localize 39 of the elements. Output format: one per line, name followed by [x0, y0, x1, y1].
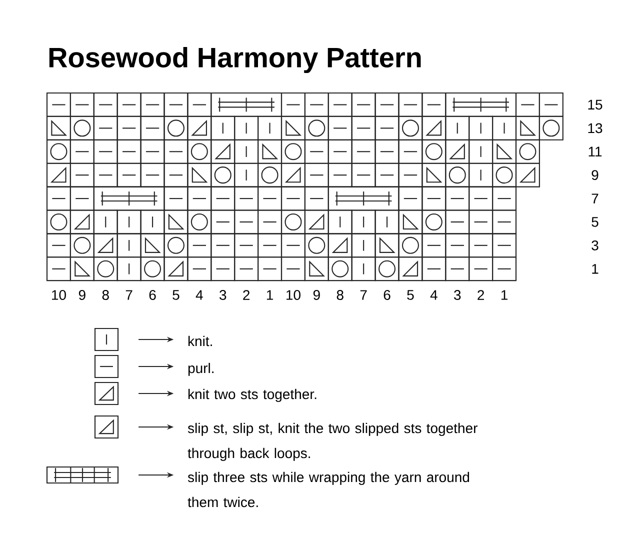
- column-number: 2: [243, 290, 250, 300]
- column-number: 10: [52, 290, 66, 300]
- row-number: 11: [588, 146, 602, 156]
- symbol-box: [94, 382, 119, 406]
- row-number: 13: [588, 123, 602, 134]
- symbol-box: [46, 466, 119, 484]
- legend-text: purl.: [188, 362, 214, 376]
- title: Rosewood Harmony Pattern: [49, 46, 421, 74]
- column-number: 5: [172, 290, 180, 300]
- column-number: 8: [336, 290, 344, 300]
- column-number: 2: [478, 290, 484, 300]
- column-number: 6: [149, 290, 156, 300]
- legend-text: slip st, slip st, knit the two slipped sts together through back loops.: [188, 422, 478, 461]
- legend-text: knit.: [188, 336, 212, 346]
- row-number: 9: [592, 170, 598, 180]
- legend-text: slip three sts while wrapping the yarn around them twice.: [188, 472, 470, 508]
- column-number: 1: [501, 290, 508, 300]
- column-number: 9: [313, 290, 320, 300]
- column-number: 7: [360, 290, 367, 300]
- column-number: 5: [407, 290, 414, 300]
- column-number: 4: [430, 290, 438, 300]
- symbol-box: [94, 328, 119, 352]
- column-number: 10: [286, 290, 300, 300]
- column-number: 6: [384, 290, 390, 300]
- legend-text: knit two sts together.: [188, 388, 316, 402]
- symbol-box: [94, 415, 119, 439]
- row-number: 5: [592, 217, 598, 227]
- column-number: 1: [266, 290, 273, 300]
- row-number: 3: [592, 240, 598, 250]
- column-number: 4: [196, 290, 203, 300]
- row-number: 1: [592, 264, 598, 274]
- column-number: 8: [102, 290, 109, 300]
- row-number: 7: [592, 194, 598, 204]
- column-number: 3: [454, 290, 461, 300]
- column-number: 7: [126, 290, 132, 300]
- column-number: 3: [220, 290, 226, 300]
- row-number: 15: [588, 100, 602, 110]
- symbol-box: [94, 354, 119, 378]
- column-number: 9: [78, 290, 86, 300]
